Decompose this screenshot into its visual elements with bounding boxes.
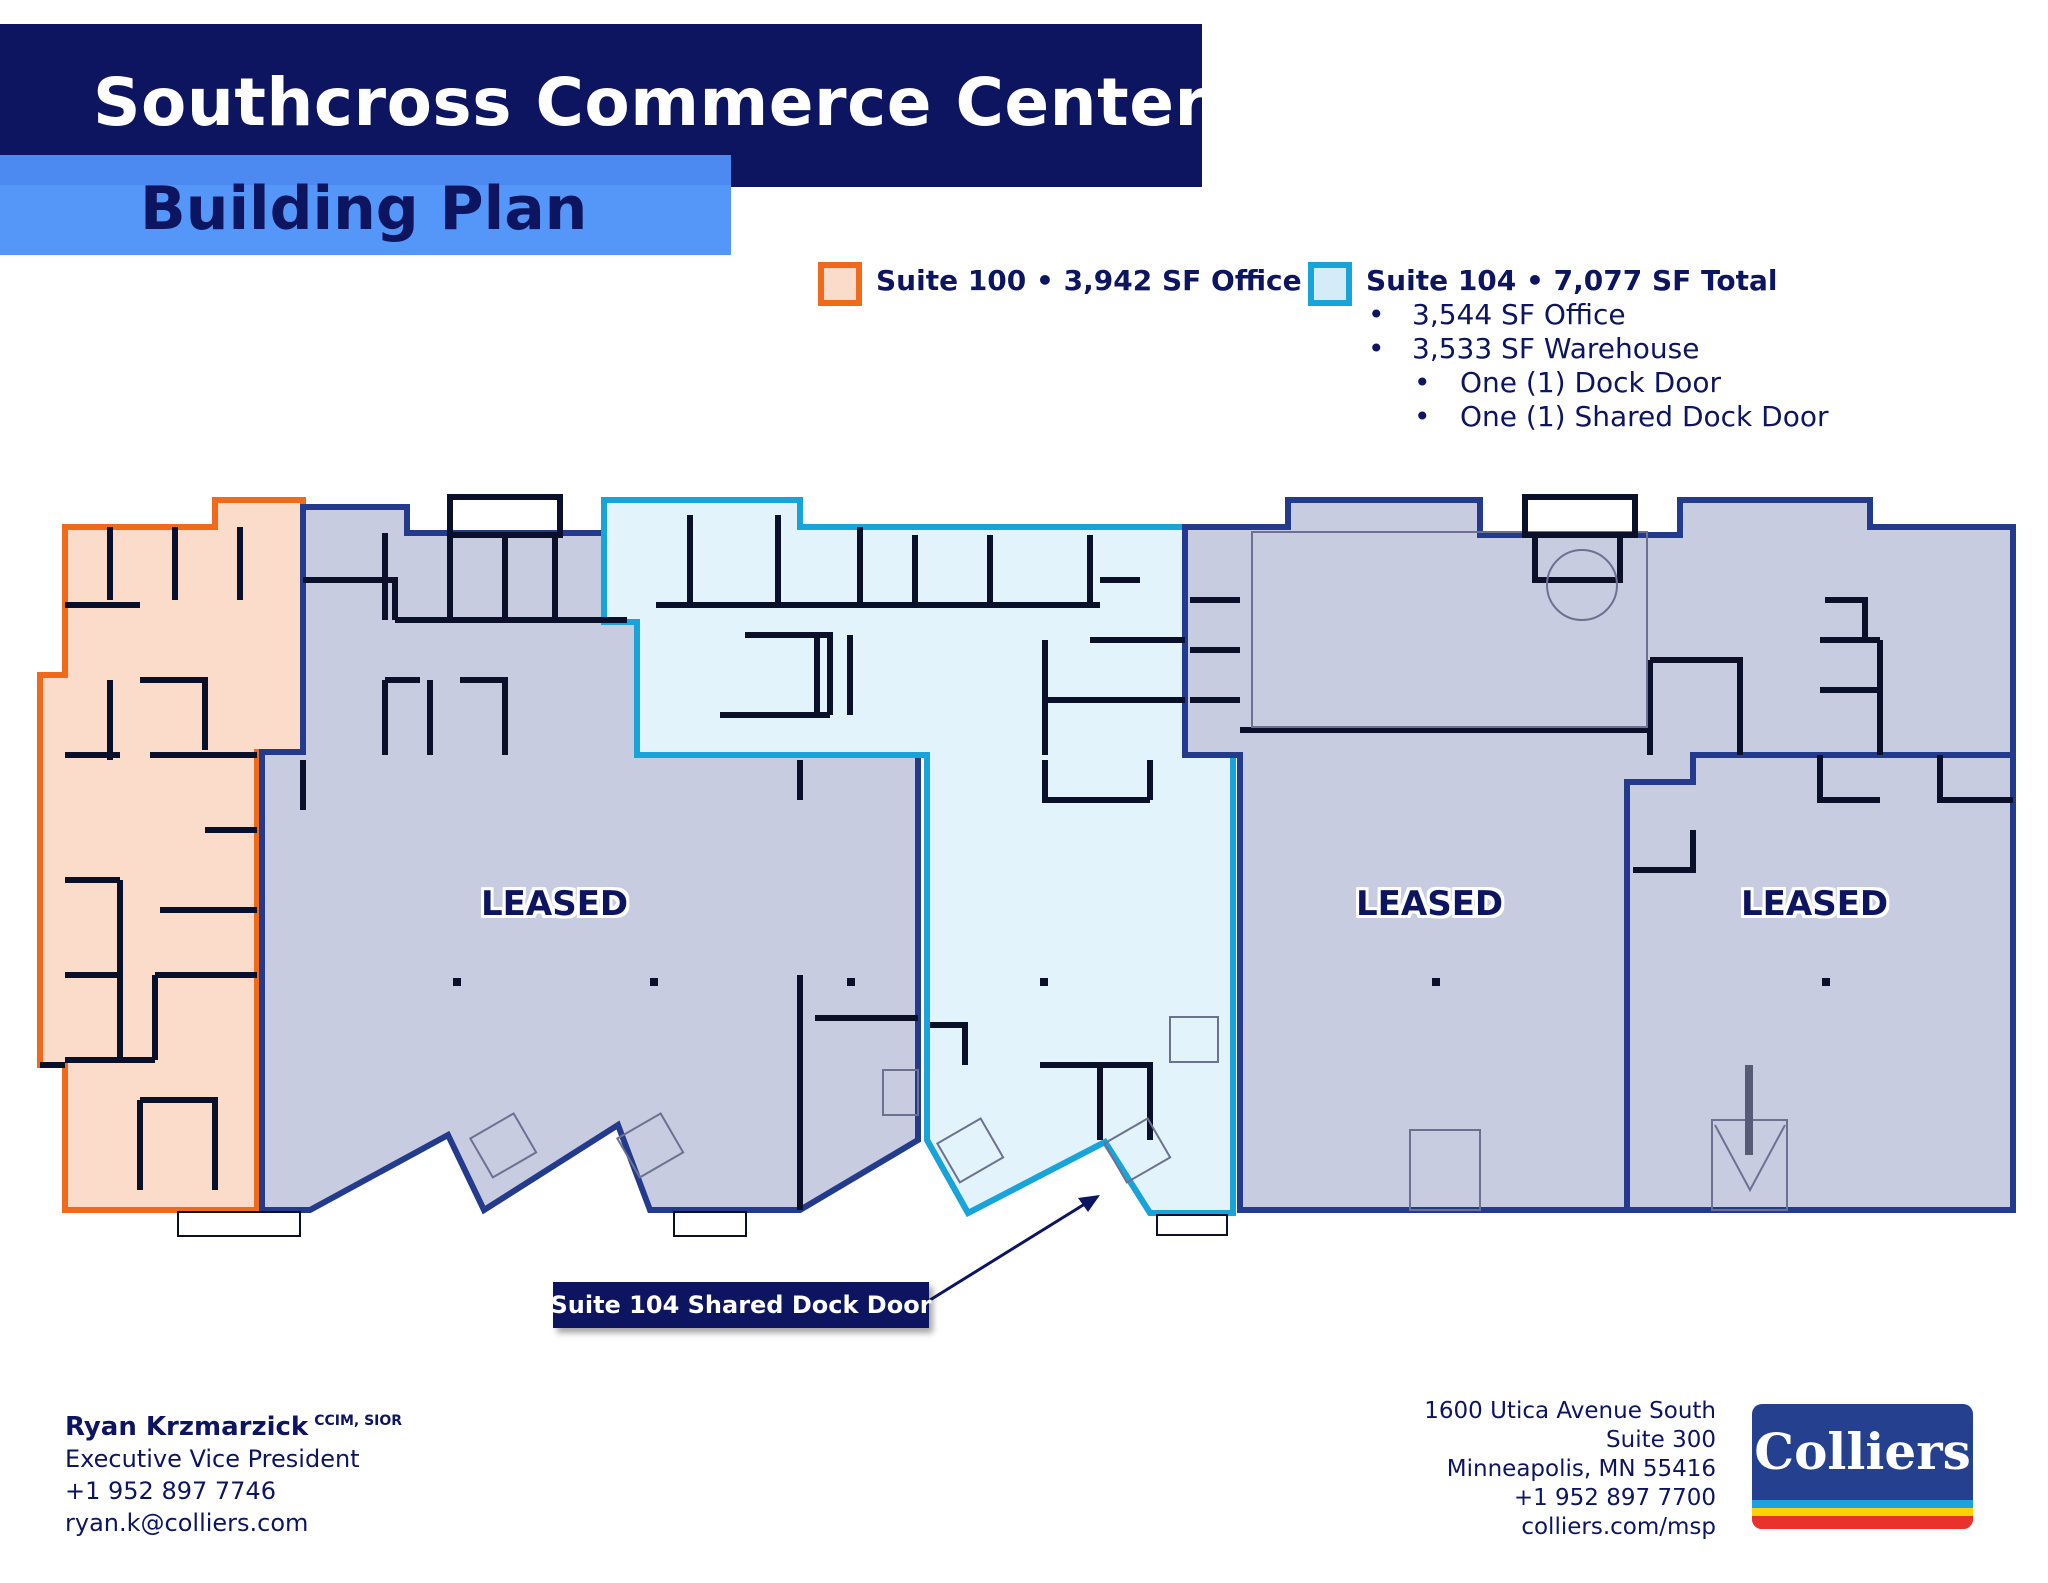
- page-title: Southcross Commerce Center II: [93, 64, 1282, 141]
- legend-subitem-shared-dock-door: One (1) Shared Dock Door: [1460, 400, 1829, 433]
- broker-credentials: CCIM, SIOR: [314, 1413, 403, 1429]
- suite-104-label: Suite 104 • 7,077 SF Total: [1366, 264, 1778, 297]
- suite-104-shared-dock-outline: [924, 1138, 1153, 1217]
- office-phone[interactable]: +1 952 897 7700: [1513, 1485, 1716, 1511]
- suite-100-area: [37, 497, 306, 1213]
- leased-label-central: LEASED: [1356, 884, 1504, 924]
- colliers-logo[interactable]: Colliers: [1752, 1404, 1973, 1529]
- logo-stripe-red: [1752, 1516, 1973, 1529]
- broker-phone[interactable]: +1 952 897 7746: [65, 1477, 276, 1505]
- broker-contact: Ryan Krzmarzick CCIM, SIOR Executive Vice…: [65, 1405, 402, 1539]
- broker-email[interactable]: ryan.k@colliers.com: [65, 1509, 309, 1537]
- broker-name: Ryan Krzmarzick: [65, 1412, 309, 1442]
- leased-suite-central: [1182, 497, 2016, 1213]
- legend-sub-bullet: •: [1414, 400, 1431, 433]
- callout-arrow-line: [929, 1200, 1089, 1302]
- address-line-2: Suite 300: [1606, 1427, 1716, 1453]
- suite-104-swatch: [1308, 262, 1352, 306]
- leased-label-west: LEASED: [481, 884, 629, 924]
- office-website[interactable]: colliers.com/msp: [1521, 1514, 1716, 1540]
- column-markers: [453, 978, 1830, 986]
- fixture-lines: [468, 531, 1788, 1211]
- logo-stripe-blue: [1752, 1500, 1973, 1508]
- legend-item-office: 3,544 SF Office: [1412, 298, 1626, 331]
- legend-subitem-dock-door: One (1) Dock Door: [1460, 366, 1722, 399]
- legend-sub-bullet: •: [1414, 366, 1431, 399]
- subtitle-banner: [0, 155, 731, 255]
- interior-walls: [40, 515, 2013, 1210]
- address-line-3: Minneapolis, MN 55416: [1446, 1456, 1716, 1482]
- exterior-stairs: [177, 494, 1638, 1237]
- colliers-logo-text: Colliers: [1754, 1422, 1971, 1481]
- callout-arrowhead: [1078, 1195, 1100, 1212]
- legend-bullet: •: [1368, 332, 1385, 365]
- suite-100-label: Suite 100 • 3,942 SF Office: [876, 264, 1302, 297]
- page-subtitle: Building Plan: [140, 174, 588, 244]
- broker-name-row: Ryan Krzmarzick CCIM, SIOR: [65, 1405, 402, 1443]
- legend-bullet: •: [1368, 298, 1385, 331]
- legend-item-warehouse: 3,533 SF Warehouse: [1412, 332, 1700, 365]
- broker-title: Executive Vice President: [65, 1445, 360, 1473]
- leased-label-east: LEASED: [1741, 884, 1889, 924]
- address-line-1: 1600 Utica Avenue South: [1424, 1398, 1716, 1424]
- logo-stripe-yellow: [1752, 1508, 1973, 1516]
- shared-dock-door-callout: Suite 104 Shared Dock Door: [550, 1282, 932, 1328]
- office-address: 1600 Utica Avenue South Suite 300 Minnea…: [1424, 1397, 1716, 1542]
- leased-suite-east: [1624, 752, 2016, 1213]
- suite-100-swatch: [818, 262, 862, 306]
- dock-door-mark: [1745, 1065, 1753, 1155]
